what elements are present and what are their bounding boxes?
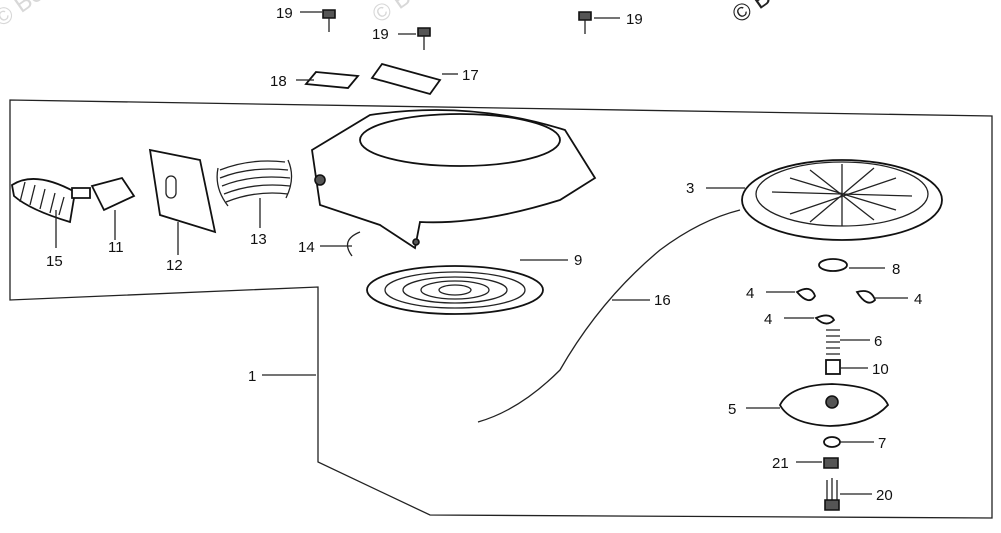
callout-14: 14 — [298, 239, 315, 256]
callout-19: 19 — [372, 26, 389, 43]
callout-4: 4 — [746, 285, 754, 302]
watermark-right: © Boats.net — [727, 0, 846, 29]
retaining-clip — [346, 231, 361, 257]
grip-knob — [90, 176, 136, 212]
starter-rope — [477, 209, 741, 423]
watermark-left: © Boats.net — [0, 0, 108, 32]
callout-18: 18 — [270, 73, 287, 90]
callout-11: 11 — [108, 239, 124, 256]
nut-21 — [823, 457, 839, 469]
ratchet-4a — [795, 287, 816, 302]
callout-7: 7 — [878, 435, 886, 452]
callout-15: 15 — [46, 253, 63, 270]
callout-19: 19 — [626, 11, 643, 28]
ratchet-4c — [814, 314, 836, 325]
bolt-19-top — [322, 9, 336, 32]
callout-13: 13 — [250, 231, 267, 248]
callout-20: 20 — [876, 487, 893, 504]
coil-spring — [216, 159, 293, 207]
starter-grip — [11, 178, 91, 224]
collar-10 — [825, 359, 841, 375]
callout-1: 1 — [248, 368, 256, 385]
plate-17 — [370, 62, 442, 96]
callout-17: 17 — [462, 67, 479, 84]
callout-6: 6 — [874, 333, 882, 350]
washer-7 — [823, 436, 841, 448]
watermark-center: © Boats.net — [367, 0, 486, 29]
callout-8: 8 — [892, 261, 900, 278]
callout-12: 12 — [166, 257, 183, 274]
callout-4: 4 — [764, 311, 772, 328]
recoil-spring — [366, 265, 544, 315]
spring-8 — [818, 258, 848, 272]
callout-3: 3 — [686, 180, 694, 197]
ratchet-4b — [855, 290, 877, 304]
leader-lines — [55, 11, 908, 495]
callout-5: 5 — [728, 401, 736, 418]
bolt-19-right — [578, 11, 592, 34]
guide-plate — [148, 148, 217, 234]
spring-6 — [826, 329, 840, 355]
starter-housing — [311, 109, 597, 250]
callout-4: 4 — [914, 291, 922, 308]
bolt-20 — [824, 478, 840, 511]
callout-21: 21 — [772, 455, 789, 472]
callout-10: 10 — [872, 361, 889, 378]
bolt-19-mid — [417, 27, 431, 50]
friction-plate — [778, 383, 890, 427]
callout-19: 19 — [276, 5, 293, 22]
rope-pulley — [741, 159, 943, 241]
callout-9: 9 — [574, 252, 582, 269]
callout-16: 16 — [654, 292, 671, 309]
assembly-outline — [9, 99, 993, 519]
